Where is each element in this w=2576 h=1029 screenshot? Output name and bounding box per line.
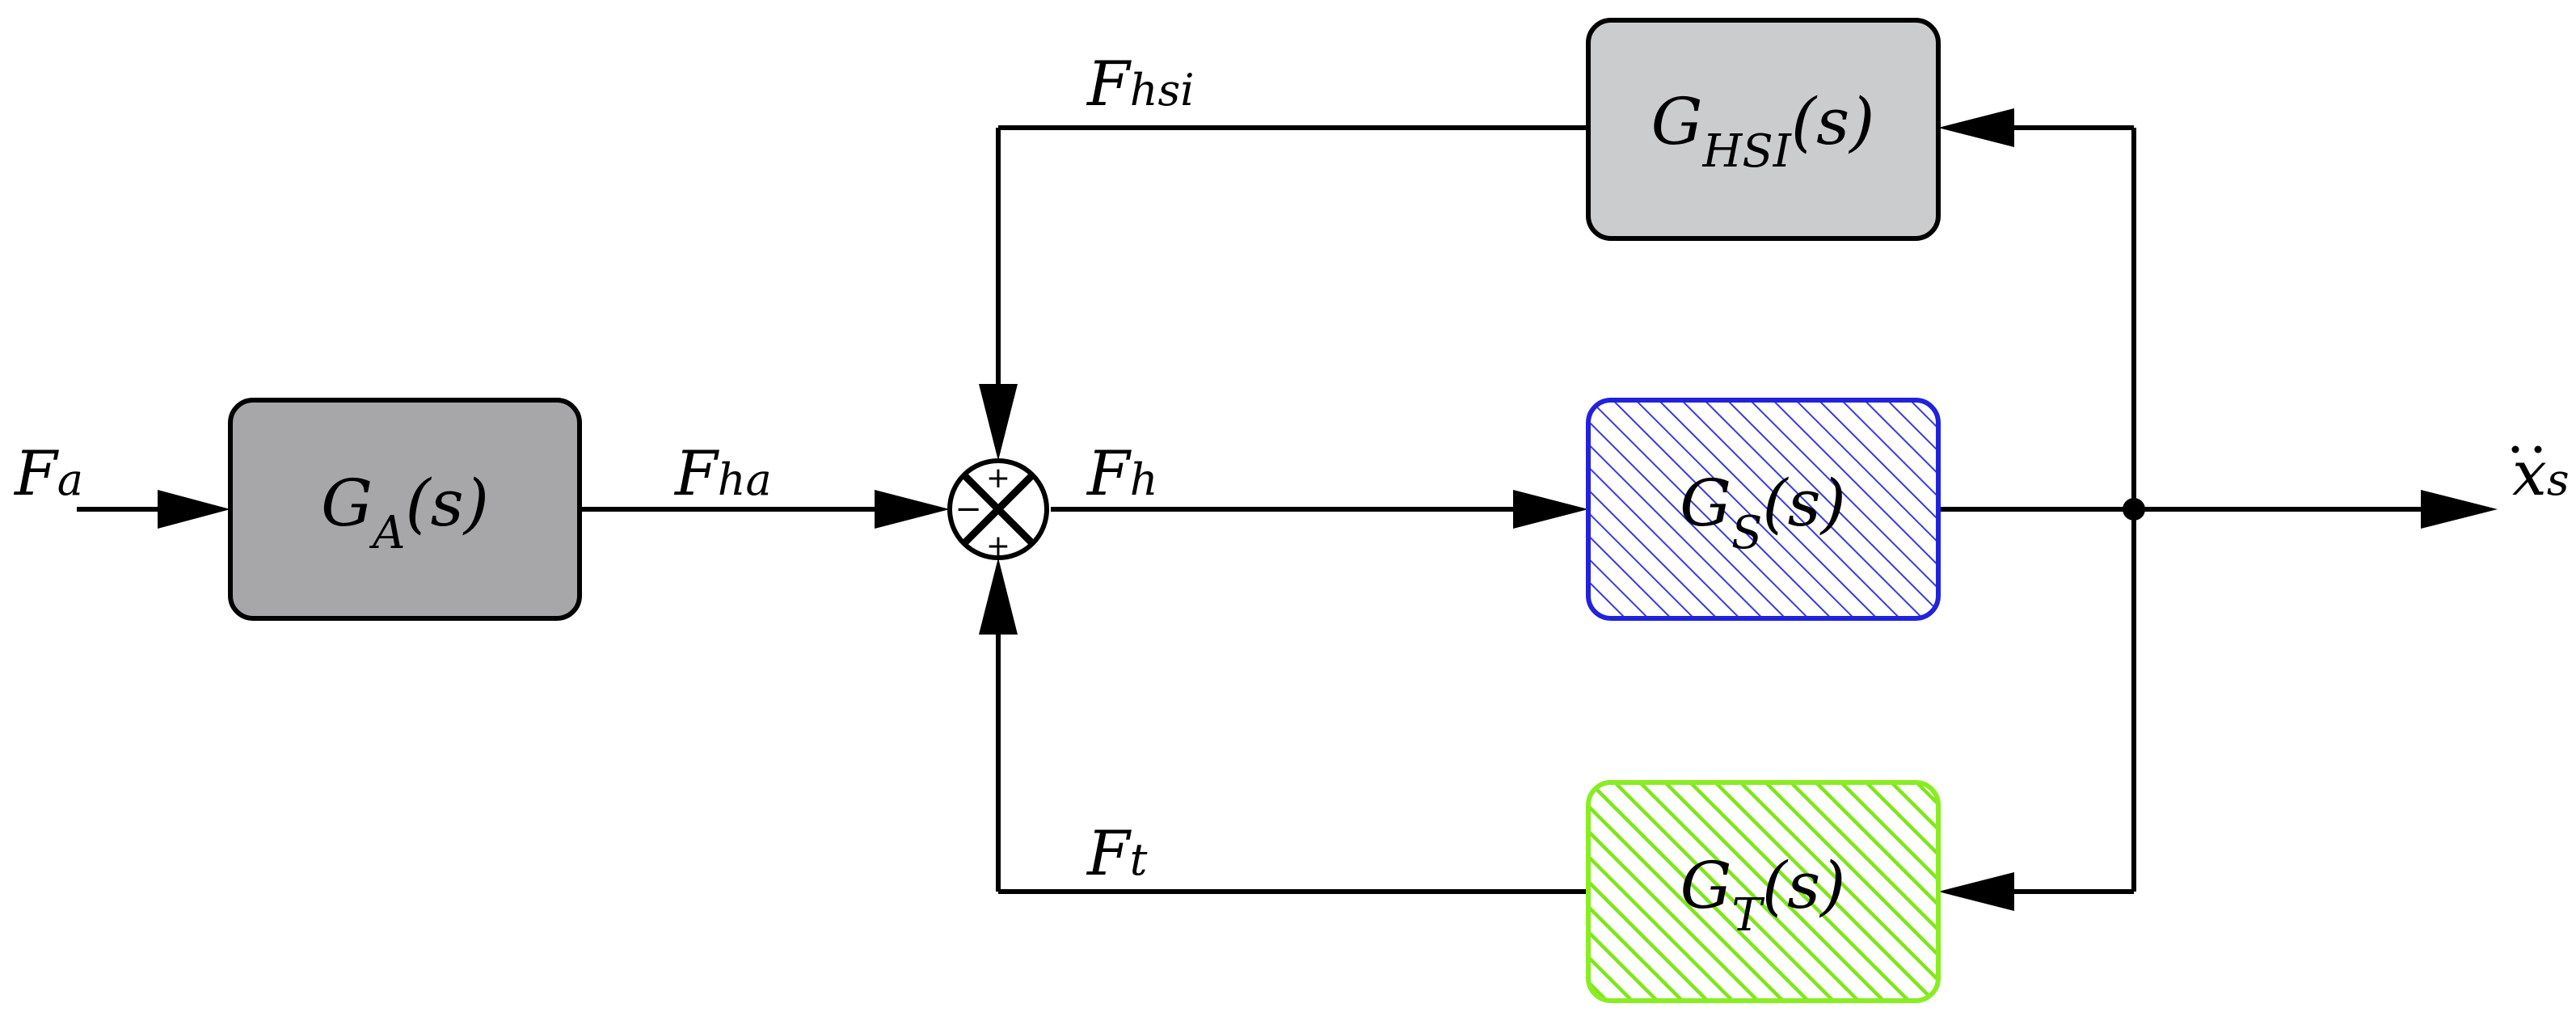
arrowhead-into-ghsi [1938,108,2014,147]
arrowhead-into-ga [158,490,230,529]
label-gt: GT(s) [1680,848,1846,942]
branch-point [2123,498,2145,521]
arrowhead-into-sum-top [979,384,1018,461]
signal-fhsi: Fhsi [1086,48,1195,120]
arrowhead-into-sum-bottom [979,558,1018,635]
sum-sign-bottom: + [986,529,1010,563]
arrowhead-output [2421,490,2498,529]
signal-xs: xs [2511,437,2570,509]
arrowhead-into-gs [1513,490,1588,529]
summing-junction: + − + [947,458,1049,563]
signal-fh: Fh [1086,437,1158,509]
signal-fha: Fha [673,437,772,509]
sum-sign-top: + [986,462,1010,495]
arrowhead-into-gt [1938,872,2014,911]
derivative-dot-left [2511,445,2519,453]
label-ghsi: GHSI(s) [1651,84,1875,178]
block-ga [228,398,582,621]
signal-fa: Fa [13,437,83,509]
signal-ft: Ft [1086,817,1148,889]
sum-sign-left: − [955,491,982,528]
label-ga: GA(s) [321,466,489,559]
label-gs: GS(s) [1680,466,1846,559]
block-gt [1586,780,1941,1003]
block-ghsi [1586,18,1941,241]
derivative-dot-right [2534,445,2542,453]
arrowhead-into-sum-left [875,490,950,529]
block-gs [1586,398,1941,621]
